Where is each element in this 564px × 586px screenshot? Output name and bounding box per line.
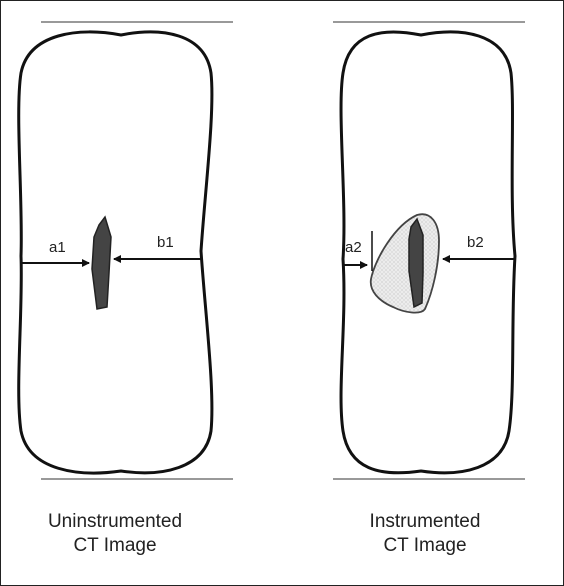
left-panel: a1 b1 [17,21,233,480]
right-caption-line1: Instrumented [369,511,481,532]
right-instrumented-area [369,213,440,314]
label-a1: a1 [49,239,66,256]
right-panel: a2 b2 [333,21,525,480]
left-caption: Uninstrumented CT Image [5,510,225,558]
label-a2: a2 [345,239,362,256]
left-root-canal [91,215,112,310]
right-caption-line2: CT Image [383,535,467,556]
label-b1: b1 [157,234,174,251]
label-b2: b2 [467,234,484,251]
right-caption: Instrumented CT Image [315,510,535,558]
left-caption-line1: Uninstrumented [47,511,183,532]
right-root-canal [408,217,424,309]
right-tooth-outline [339,30,517,475]
left-tooth-outline [17,30,214,475]
left-caption-line2: CT Image [73,535,157,556]
